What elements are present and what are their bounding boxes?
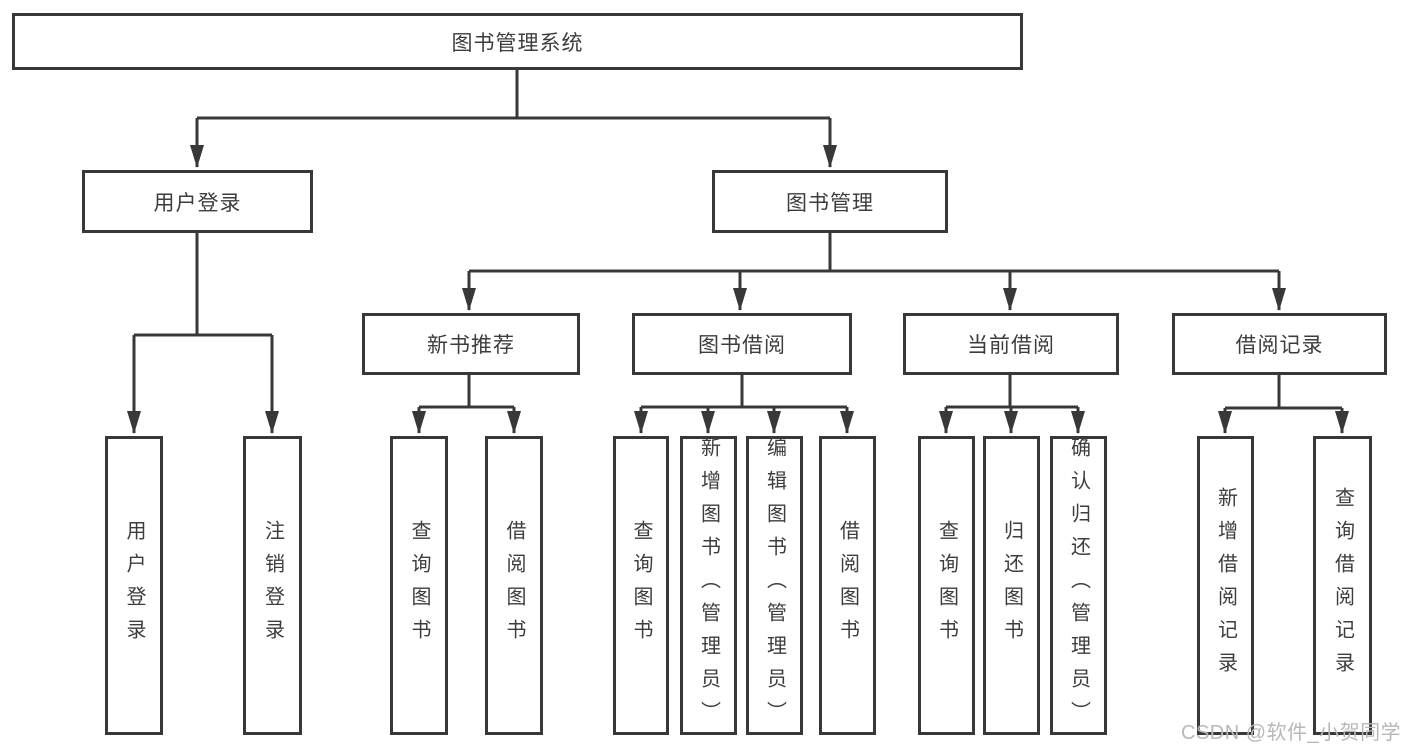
csdn-watermark: CSDN @软件_小贺同学 bbox=[1181, 722, 1402, 744]
node-label: 注销登录 bbox=[261, 519, 284, 652]
leaf-add-borrow-record: 新增借阅记录 bbox=[1197, 436, 1254, 735]
node-label: 当前借阅 bbox=[967, 334, 1055, 357]
leaf-query-book-borrow: 查询图书 bbox=[613, 436, 669, 735]
connector-arrows bbox=[127, 118, 1349, 434]
node-label: 图书管理系统 bbox=[451, 31, 584, 55]
node-label: 新增图书（管理员） bbox=[697, 437, 720, 734]
leaf-user-login: 用户登录 bbox=[105, 436, 163, 735]
node-label: 图书管理 bbox=[786, 191, 874, 215]
node-label: 查询图书 bbox=[935, 519, 958, 652]
leaf-confirm-return-admin: 确认归还（管理员） bbox=[1050, 436, 1107, 735]
node-label: 图书借阅 bbox=[698, 334, 786, 357]
node-label: 用户登录 bbox=[153, 191, 242, 215]
leaf-borrow-book: 借阅图书 bbox=[819, 436, 876, 735]
node-new-book-recommend: 新书推荐 bbox=[362, 313, 580, 375]
node-book-management: 图书管理 bbox=[712, 170, 948, 233]
node-label: 借阅记录 bbox=[1235, 334, 1324, 357]
node-book-borrow: 图书借阅 bbox=[632, 313, 852, 375]
leaf-add-book-admin: 新增图书（管理员） bbox=[680, 436, 737, 735]
node-label: 查询借阅记录 bbox=[1331, 486, 1354, 685]
node-label: 借阅图书 bbox=[503, 519, 525, 652]
node-label: 查询图书 bbox=[408, 519, 430, 652]
leaf-query-borrow-record: 查询借阅记录 bbox=[1313, 436, 1372, 735]
leaf-borrow-book-recommend: 借阅图书 bbox=[485, 436, 543, 735]
node-root-library-system: 图书管理系统 bbox=[12, 13, 1023, 70]
node-label: 查询图书 bbox=[630, 519, 652, 652]
leaf-return-book: 归还图书 bbox=[983, 436, 1040, 735]
leaf-query-book-recommend: 查询图书 bbox=[390, 436, 448, 735]
connector-buses bbox=[134, 70, 1342, 410]
node-label: 新增借阅记录 bbox=[1214, 486, 1237, 685]
leaf-logout: 注销登录 bbox=[243, 436, 302, 735]
leaf-edit-book-admin: 编辑图书（管理员） bbox=[746, 436, 803, 735]
node-label: 归还图书 bbox=[1000, 519, 1023, 652]
node-current-borrow: 当前借阅 bbox=[903, 313, 1119, 375]
leaf-query-book-current: 查询图书 bbox=[918, 436, 975, 735]
node-borrow-record: 借阅记录 bbox=[1172, 313, 1387, 375]
node-label: 新书推荐 bbox=[427, 334, 515, 357]
node-label: 确认归还（管理员） bbox=[1067, 437, 1090, 734]
node-label: 借阅图书 bbox=[836, 519, 859, 652]
node-user-login: 用户登录 bbox=[82, 170, 313, 233]
node-label: 编辑图书（管理员） bbox=[763, 437, 786, 734]
node-label: 用户登录 bbox=[123, 519, 145, 652]
